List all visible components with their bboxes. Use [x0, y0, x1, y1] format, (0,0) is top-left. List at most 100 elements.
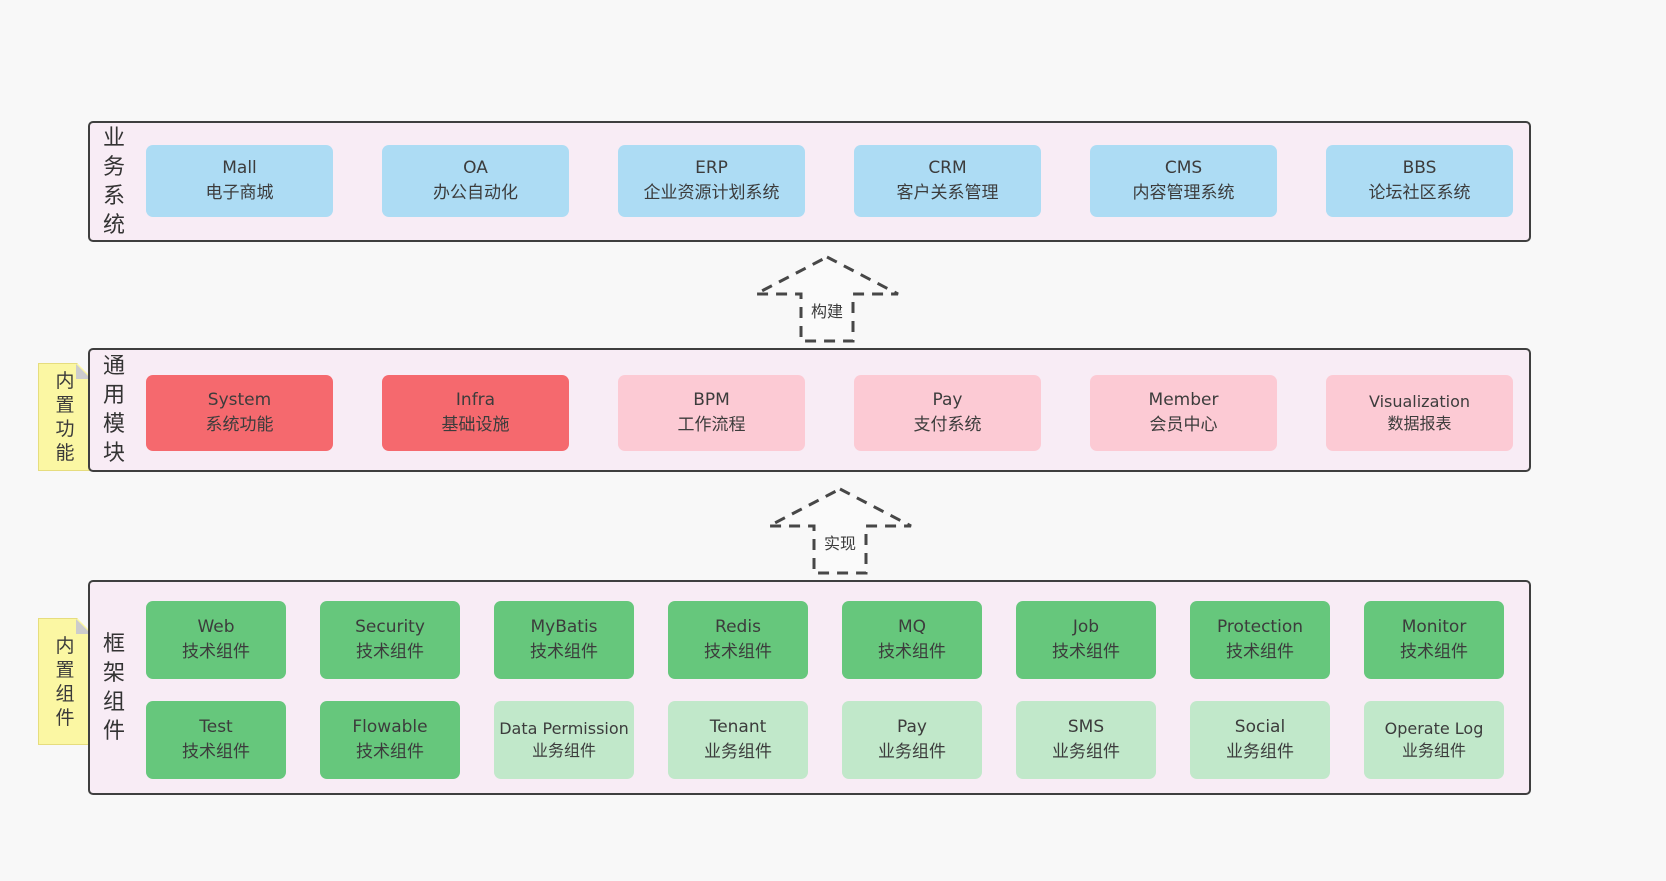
module-box-bbs: BBS 论坛社区系统 [1326, 145, 1513, 217]
module-box-data-permission: Data Permission 业务组件 [494, 701, 634, 779]
module-title: Pay [897, 717, 927, 737]
module-subtitle: 技术组件 [1052, 642, 1120, 662]
module-title: Test [199, 717, 233, 737]
module-title: Mall [222, 158, 257, 178]
module-title: Pay [932, 390, 963, 410]
module-subtitle: 内容管理系统 [1132, 183, 1235, 203]
module-box-mybatis: MyBatis 技术组件 [494, 601, 634, 679]
label-char: 架 [102, 660, 125, 686]
module-title: Monitor [1401, 617, 1467, 637]
layer-label-common-modules: 通用模块 [98, 352, 130, 468]
module-subtitle: 电子商城 [205, 183, 274, 203]
module-title: System [207, 390, 272, 410]
implement-arrow-label: 实现 [824, 534, 856, 553]
module-title: SMS [1067, 717, 1105, 737]
label-char: 用 [102, 383, 125, 408]
label-char: 内 [55, 370, 75, 392]
module-subtitle: 业务组件 [704, 742, 772, 762]
module-box-pay: Pay 支付系统 [854, 375, 1041, 451]
module-title: Redis [715, 617, 761, 637]
module-subtitle: 基础设施 [441, 415, 510, 435]
module-box-redis: Redis 技术组件 [668, 601, 808, 679]
label-char: 能 [55, 442, 75, 464]
module-subtitle: 业务组件 [531, 741, 596, 760]
module-box-crm: CRM 客户关系管理 [854, 145, 1041, 217]
module-subtitle: 业务组件 [1052, 742, 1120, 762]
module-subtitle: 业务组件 [1226, 742, 1294, 762]
label-char: 系 [102, 183, 125, 209]
module-subtitle: 技术组件 [1400, 642, 1468, 662]
module-subtitle: 办公自动化 [433, 183, 518, 203]
module-title: ERP [695, 158, 728, 178]
build-arrow-label: 构建 [811, 302, 843, 321]
module-box-oa: OA 办公自动化 [382, 145, 569, 217]
sticky-note-builtin-components: 内置组件 [38, 618, 92, 745]
module-box-tenant: Tenant 业务组件 [668, 701, 808, 779]
module-title: CRM [928, 158, 967, 178]
module-box-system: System 系统功能 [146, 375, 333, 451]
module-box-mq: MQ 技术组件 [842, 601, 982, 679]
module-subtitle: 技术组件 [1226, 642, 1294, 662]
label-char: 统 [102, 212, 125, 238]
sticky-note-builtin-features: 内置功能 [38, 363, 92, 471]
implement-arrow-icon: 实现 [768, 487, 912, 575]
module-box-job: Job 技术组件 [1016, 601, 1156, 679]
module-subtitle: 支付系统 [913, 415, 982, 435]
build-arrow-icon: 构建 [755, 255, 899, 343]
module-box-social: Social 业务组件 [1190, 701, 1330, 779]
module-box-monitor: Monitor 技术组件 [1364, 601, 1504, 679]
module-subtitle: 论坛社区系统 [1368, 183, 1471, 203]
label-char: 内 [55, 634, 75, 657]
module-title: MQ [897, 617, 927, 637]
module-subtitle: 技术组件 [182, 642, 250, 662]
module-title: Infra [455, 390, 496, 410]
module-subtitle: 技术组件 [530, 642, 598, 662]
module-title: Job [1072, 617, 1100, 637]
module-title: Data Permission [499, 719, 629, 738]
module-title: Security [355, 617, 425, 637]
module-title: OA [463, 158, 488, 178]
module-title: Flowable [352, 717, 428, 737]
label-char: 置 [55, 658, 75, 681]
module-box-operate-log: Operate Log 业务组件 [1364, 701, 1504, 779]
module-box-infra: Infra 基础设施 [382, 375, 569, 451]
module-title: Operate Log [1384, 719, 1484, 738]
module-subtitle: 技术组件 [878, 642, 946, 662]
module-title: Social [1234, 717, 1286, 737]
layer-label-framework-components: 框架组件 [98, 630, 130, 746]
module-title: Web [197, 617, 235, 637]
label-char: 务 [102, 154, 125, 180]
module-title: Tenant [709, 717, 767, 737]
module-subtitle: 技术组件 [704, 642, 772, 662]
module-title: BPM [693, 390, 730, 410]
label-char: 模 [102, 412, 125, 437]
module-subtitle: 会员中心 [1149, 415, 1218, 435]
label-char: 功 [55, 418, 75, 440]
label-char: 件 [55, 706, 75, 729]
label-char: 置 [55, 394, 75, 416]
label-char: 组 [55, 682, 75, 705]
module-title: BBS [1402, 158, 1437, 178]
module-subtitle: 系统功能 [205, 415, 274, 435]
label-char: 通 [102, 354, 125, 379]
module-box-mall: Mall 电子商城 [146, 145, 333, 217]
module-subtitle: 客户关系管理 [896, 183, 999, 203]
module-title: MyBatis [530, 617, 598, 637]
module-subtitle: 业务组件 [1401, 741, 1466, 760]
layer-label-business-systems: 业务系统 [98, 124, 130, 240]
label-char: 件 [102, 718, 125, 744]
module-title: CMS [1164, 158, 1203, 178]
module-title: Protection [1216, 617, 1303, 637]
